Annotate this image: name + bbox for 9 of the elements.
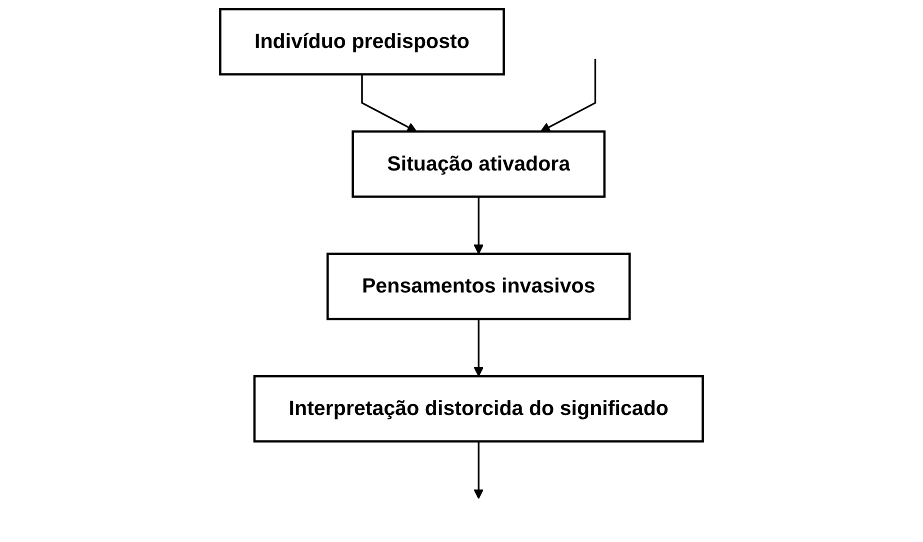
arrow <box>474 319 484 377</box>
arrow <box>474 441 484 499</box>
node-box: Interpretação distorcida do significado <box>253 375 704 443</box>
node-box: Pensamentos invasivos <box>326 252 631 320</box>
arrow <box>540 58 596 132</box>
arrow <box>361 74 417 132</box>
arrow <box>474 196 484 254</box>
node-box: Indivíduo predisposto <box>219 8 505 76</box>
node-box: Situação ativadora <box>352 130 606 198</box>
